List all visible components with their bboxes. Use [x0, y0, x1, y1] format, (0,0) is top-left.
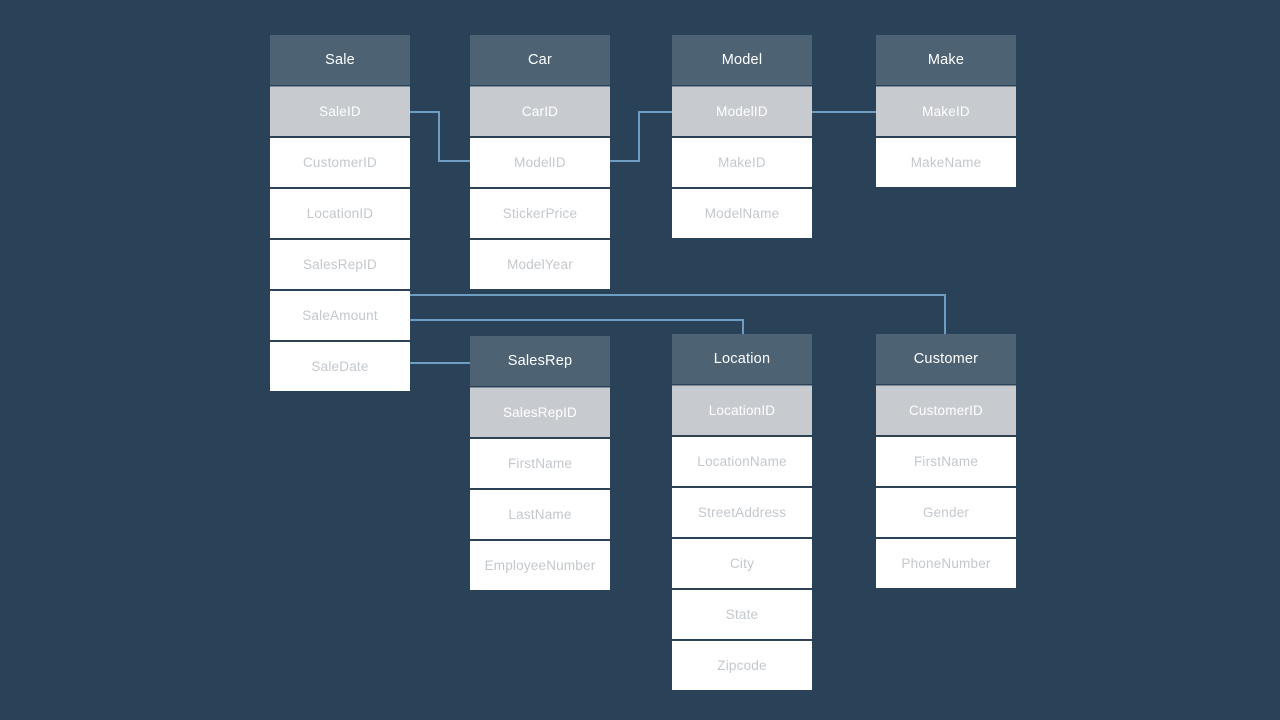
field-sale-4[interactable]: SaleAmount — [270, 290, 410, 340]
entity-table-title-salesrep: SalesRep — [470, 336, 610, 386]
connector-sale-customerid-to-customer — [410, 294, 946, 336]
field-car-2[interactable]: StickerPrice — [470, 188, 610, 238]
entity-table-title-location: Location — [672, 334, 812, 384]
entity-table-title-make: Make — [876, 35, 1016, 85]
primary-key-field-car-0[interactable]: CarID — [470, 86, 610, 136]
primary-key-field-customer-0[interactable]: CustomerID — [876, 385, 1016, 435]
field-salesrep-1[interactable]: FirstName — [470, 438, 610, 488]
field-location-2[interactable]: StreetAddress — [672, 487, 812, 537]
field-location-3[interactable]: City — [672, 538, 812, 588]
field-sale-3[interactable]: SalesRepID — [270, 239, 410, 289]
field-customer-2[interactable]: Gender — [876, 487, 1016, 537]
field-model-1[interactable]: MakeID — [672, 137, 812, 187]
connector-model-modelid-to-car-modelid — [610, 111, 672, 162]
primary-key-field-salesrep-0[interactable]: SalesRepID — [470, 387, 610, 437]
primary-key-field-location-0[interactable]: LocationID — [672, 385, 812, 435]
field-salesrep-3[interactable]: EmployeeNumber — [470, 540, 610, 590]
entity-table-title-model: Model — [672, 35, 812, 85]
field-model-2[interactable]: ModelName — [672, 188, 812, 238]
field-customer-3[interactable]: PhoneNumber — [876, 538, 1016, 588]
entity-table-title-customer: Customer — [876, 334, 1016, 384]
field-salesrep-2[interactable]: LastName — [470, 489, 610, 539]
field-customer-1[interactable]: FirstName — [876, 436, 1016, 486]
connector-car-modelid-to-sale-saleid — [410, 111, 470, 162]
primary-key-field-sale-0[interactable]: SaleID — [270, 86, 410, 136]
primary-key-field-model-0[interactable]: ModelID — [672, 86, 812, 136]
field-location-1[interactable]: LocationName — [672, 436, 812, 486]
entity-table-title-sale: Sale — [270, 35, 410, 85]
field-sale-1[interactable]: CustomerID — [270, 137, 410, 187]
entity-table-title-car: Car — [470, 35, 610, 85]
field-car-1[interactable]: ModelID — [470, 137, 610, 187]
field-car-3[interactable]: ModelYear — [470, 239, 610, 289]
field-sale-2[interactable]: LocationID — [270, 188, 410, 238]
field-location-4[interactable]: State — [672, 589, 812, 639]
field-location-5[interactable]: Zipcode — [672, 640, 812, 690]
primary-key-field-make-0[interactable]: MakeID — [876, 86, 1016, 136]
field-make-1[interactable]: MakeName — [876, 137, 1016, 187]
field-sale-5[interactable]: SaleDate — [270, 341, 410, 391]
